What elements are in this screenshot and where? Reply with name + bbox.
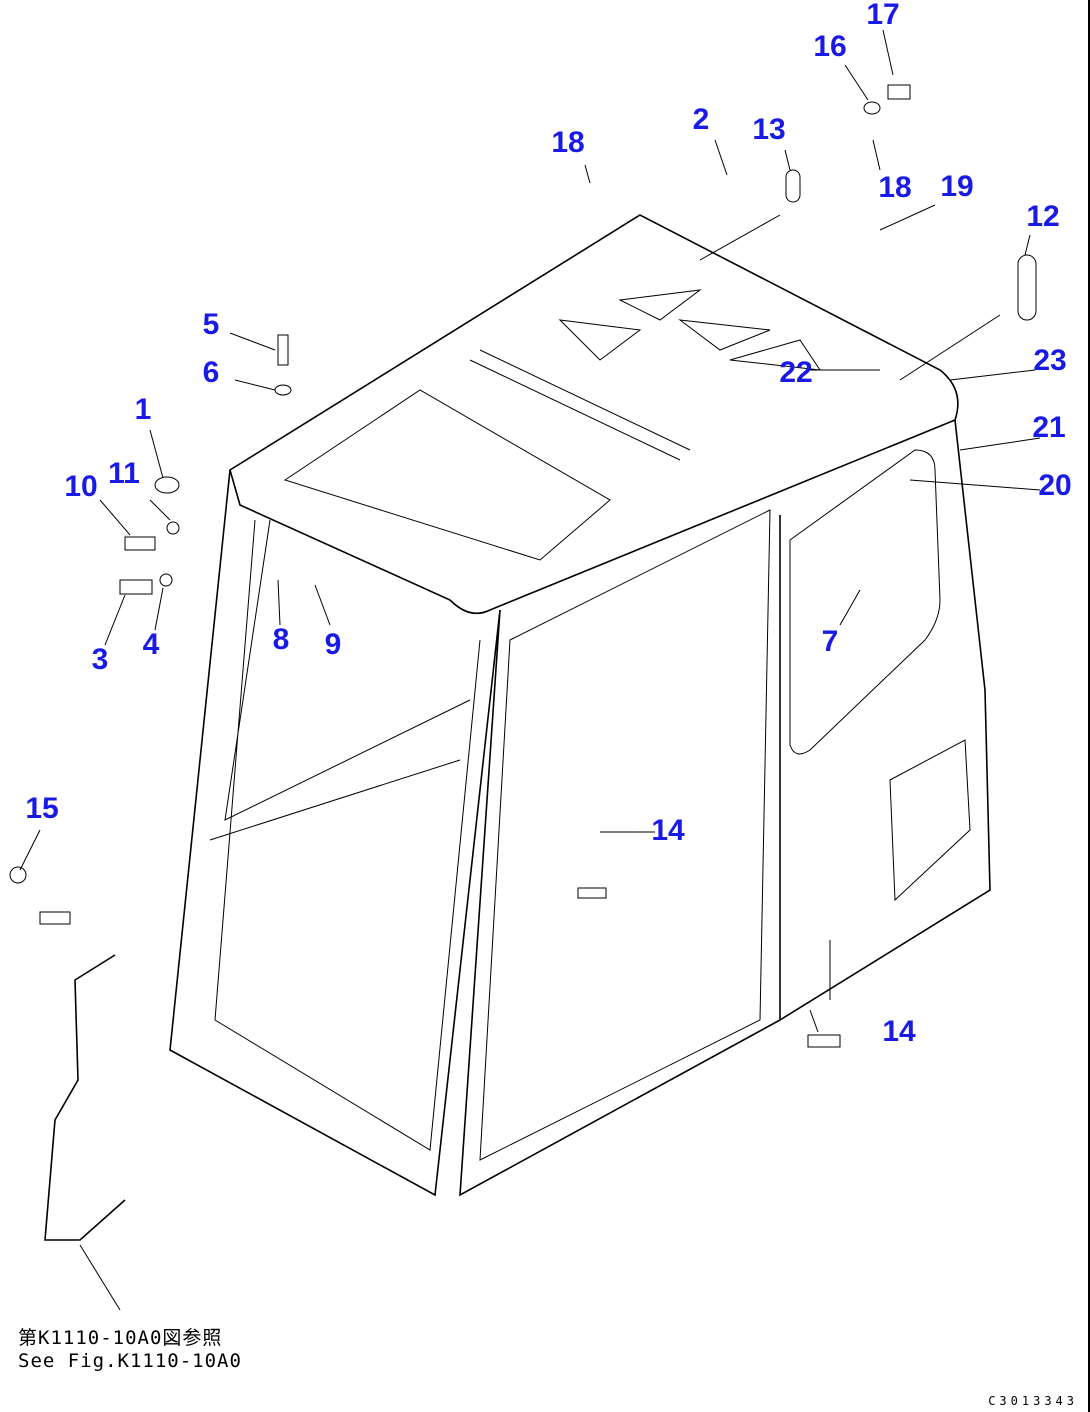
callout-11: 11	[108, 457, 140, 490]
part-4	[159, 573, 173, 587]
callout-9: 9	[324, 628, 342, 661]
callout-7: 7	[821, 625, 839, 658]
part-11	[166, 521, 180, 535]
callout-1: 1	[134, 393, 152, 426]
part-bolt	[39, 911, 71, 925]
side-panel	[459, 419, 991, 1197]
part-14	[577, 887, 607, 899]
part-15	[9, 866, 27, 884]
callout-16: 16	[813, 30, 847, 63]
drawing-code: C3013343	[988, 1394, 1078, 1408]
callout-13: 13	[752, 113, 786, 146]
part-10	[124, 536, 156, 551]
part-5	[277, 334, 289, 366]
roof-window	[283, 389, 611, 561]
part-13	[785, 169, 801, 203]
callout-19: 19	[940, 170, 974, 203]
part-1	[154, 476, 180, 494]
door-opening	[479, 509, 771, 1161]
callout-10: 10	[64, 470, 98, 503]
callout-5: 5	[202, 308, 220, 341]
callout-14: 14	[651, 814, 685, 847]
callout-17: 17	[866, 0, 900, 31]
reference-note-en: See Fig.K1110-10A0	[18, 1350, 242, 1372]
part-14	[807, 1034, 841, 1048]
callout-8: 8	[272, 623, 290, 656]
front-frame	[169, 469, 501, 1197]
callout-21: 21	[1032, 411, 1066, 444]
callout-22: 22	[779, 356, 813, 389]
callout-6: 6	[202, 356, 220, 389]
callout-2: 2	[692, 103, 710, 136]
callout-18: 18	[551, 126, 585, 159]
reference-note-jp: 第K1110-10A0図参照	[18, 1327, 223, 1349]
part-12	[1017, 254, 1037, 321]
part-17	[887, 84, 911, 100]
leader-lines	[19, 29, 1041, 1033]
callout-20: 20	[1038, 469, 1072, 502]
callout-14: 14	[882, 1015, 916, 1048]
callout-12: 12	[1026, 200, 1060, 233]
part-6	[274, 384, 292, 396]
callout-15: 15	[25, 792, 59, 825]
part-16	[863, 101, 881, 115]
vent-grille	[889, 739, 971, 902]
callout-3: 3	[91, 643, 109, 676]
part-3	[119, 579, 153, 595]
cab-roof	[229, 214, 959, 615]
callout-4: 4	[142, 628, 160, 661]
side-window	[789, 449, 941, 755]
handrail	[44, 954, 126, 1241]
callout-23: 23	[1033, 344, 1067, 377]
callout-18: 18	[878, 171, 912, 204]
